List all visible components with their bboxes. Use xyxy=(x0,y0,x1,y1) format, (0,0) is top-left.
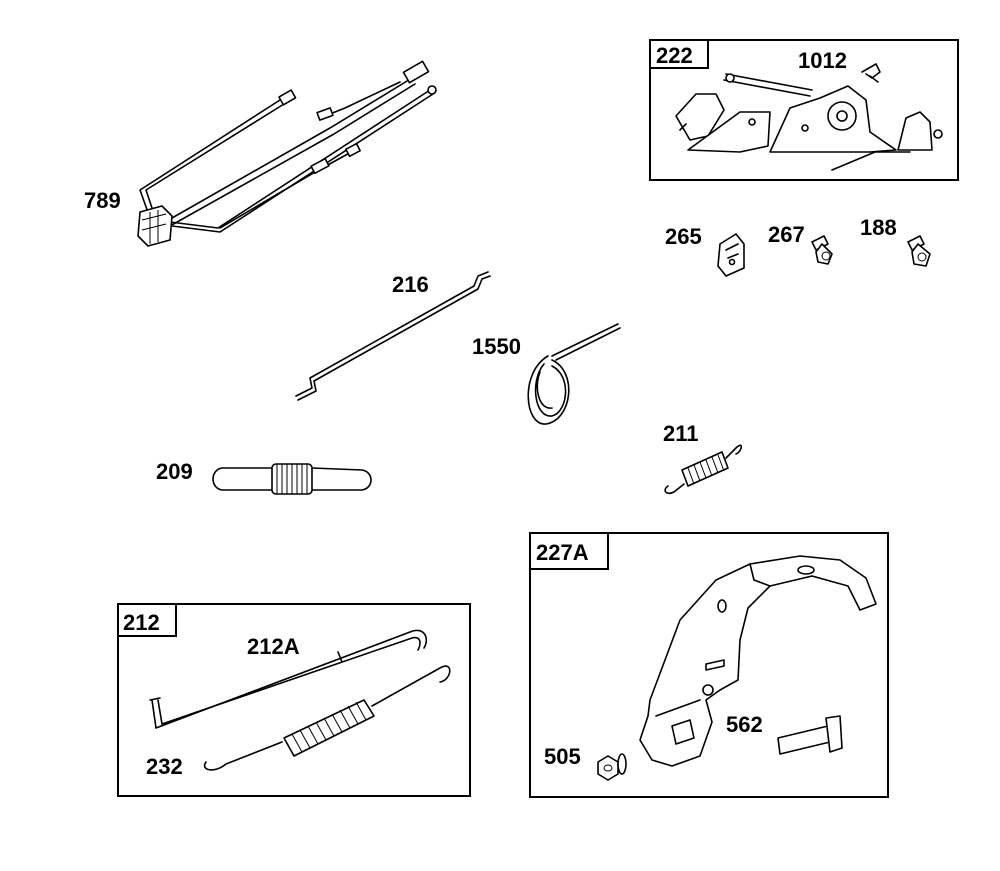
clip-265 xyxy=(717,233,745,277)
screw-188 xyxy=(907,235,931,267)
box-227A xyxy=(529,532,889,798)
label-789: 789 xyxy=(84,188,121,213)
label-562: 562 xyxy=(726,712,763,737)
label-267: 267 xyxy=(768,222,805,247)
label-209: 209 xyxy=(156,459,193,484)
label-505: 505 xyxy=(544,744,581,769)
screw-267 xyxy=(811,235,833,265)
spring-211 xyxy=(664,444,743,495)
label-188: 188 xyxy=(860,215,897,240)
label-216: 216 xyxy=(392,272,429,297)
wiring-harness-789 xyxy=(137,60,437,247)
label-1550: 1550 xyxy=(472,334,521,359)
label-212A: 212A xyxy=(247,634,300,659)
rod-212A xyxy=(149,629,428,729)
label-212: 212 xyxy=(123,610,160,635)
label-1012: 1012 xyxy=(798,48,847,73)
label-232: 232 xyxy=(146,754,183,779)
box-212 xyxy=(117,603,471,797)
spring-232 xyxy=(203,665,451,771)
control-bracket-227A xyxy=(639,555,877,767)
control-bracket-assembly xyxy=(675,73,943,171)
link-rod-216 xyxy=(295,271,491,401)
spring-209 xyxy=(212,463,372,495)
clip-1012 xyxy=(861,63,881,83)
label-265: 265 xyxy=(665,224,702,249)
label-222: 222 xyxy=(656,43,693,68)
box-222 xyxy=(649,39,959,181)
nut-505 xyxy=(597,753,627,781)
bolt-562 xyxy=(777,715,843,755)
spring-1550 xyxy=(527,323,621,425)
label-211: 211 xyxy=(663,421,699,446)
label-227A: 227A xyxy=(536,540,589,565)
